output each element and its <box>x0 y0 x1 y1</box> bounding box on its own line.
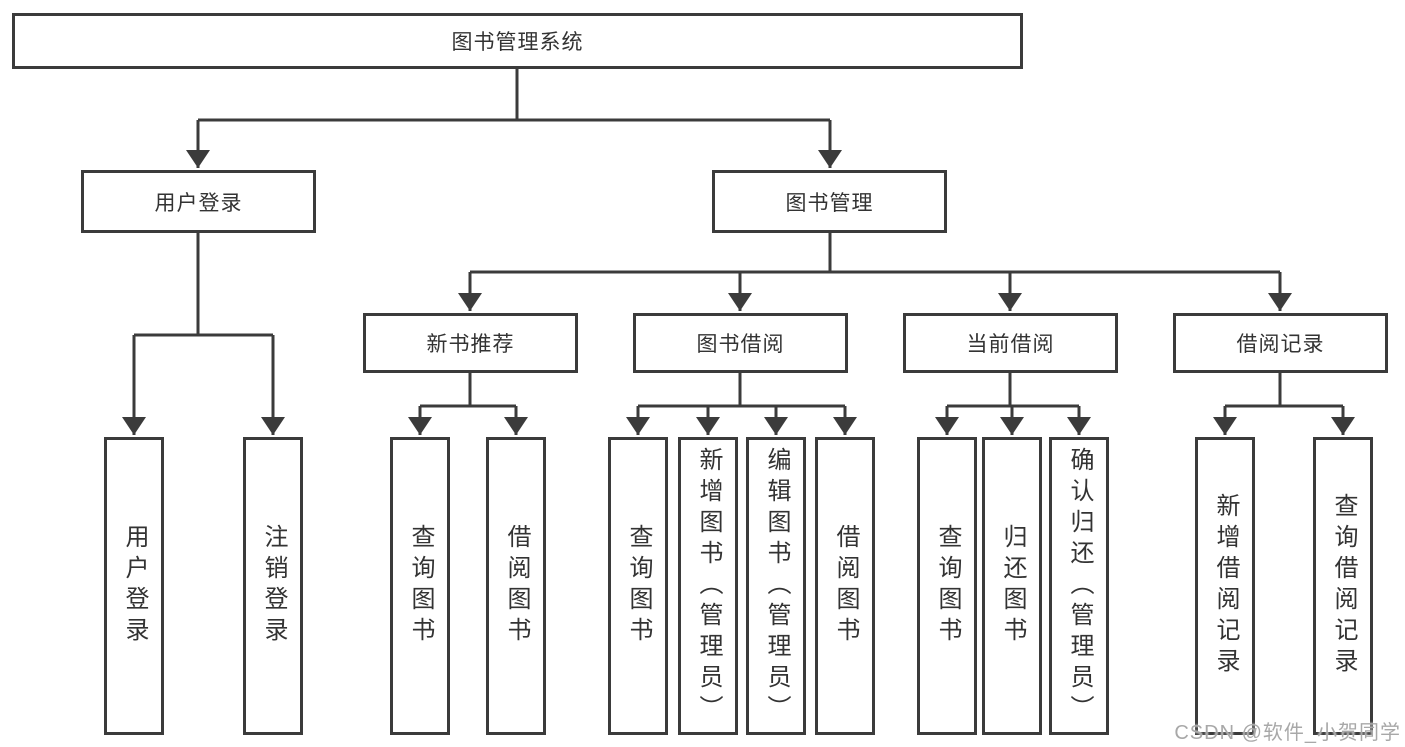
node-label: 图书管理系统 <box>451 31 584 54</box>
leaf-label: 查询借阅记录 <box>1330 493 1357 679</box>
leaf-logout: 注销登录 <box>243 437 303 735</box>
node-borrowing-records: 借阅记录 <box>1173 313 1388 373</box>
node-label: 用户登录 <box>154 191 243 215</box>
leaf-label: 查询图书 <box>407 524 434 648</box>
leaf-user-login: 用户登录 <box>104 437 164 735</box>
leaf-label: 新增借阅记录 <box>1212 493 1239 679</box>
leaf-confirm-return-admin: 确认归还（管理员） <box>1049 437 1109 735</box>
node-label: 借阅记录 <box>1236 333 1325 356</box>
leaf-return-book: 归还图书 <box>982 437 1042 735</box>
leaf-label: 用户登录 <box>121 524 148 648</box>
node-label: 当前借阅 <box>966 333 1055 356</box>
node-label: 图书借阅 <box>696 333 785 356</box>
node-label: 新书推荐 <box>426 333 515 356</box>
leaf-borrow-book: 借阅图书 <box>815 437 875 735</box>
connector-segments <box>122 69 1355 435</box>
leaf-label: 查询图书 <box>625 524 652 648</box>
leaf-label: 注销登录 <box>260 524 287 648</box>
leaf-label: 确认归还（管理员） <box>1066 446 1093 726</box>
node-label: 图书管理 <box>785 191 874 215</box>
leaf-label: 借阅图书 <box>832 524 859 648</box>
leaf-label: 借阅图书 <box>503 524 530 648</box>
node-library-management-system: 图书管理系统 <box>12 13 1023 69</box>
leaf-query-book-current: 查询图书 <box>917 437 977 735</box>
leaf-query-book-recommend: 查询图书 <box>390 437 450 735</box>
leaf-label: 归还图书 <box>999 524 1026 648</box>
leaf-query-borrow-record: 查询借阅记录 <box>1313 437 1373 735</box>
node-current-borrowing: 当前借阅 <box>903 313 1118 373</box>
csdn-watermark: CSDN @软件_小贺同学 <box>1174 722 1401 744</box>
leaf-add-borrow-record: 新增借阅记录 <box>1195 437 1255 735</box>
leaf-borrow-book-recommend: 借阅图书 <box>486 437 546 735</box>
node-book-borrowing: 图书借阅 <box>633 313 848 373</box>
leaf-label: 新增图书（管理员） <box>695 446 722 726</box>
node-new-book-recommend: 新书推荐 <box>363 313 578 373</box>
leaf-label: 查询图书 <box>934 524 961 648</box>
node-book-management: 图书管理 <box>712 170 947 233</box>
leaf-add-book-admin: 新增图书（管理员） <box>678 437 738 735</box>
leaf-query-book-borrow: 查询图书 <box>608 437 668 735</box>
leaf-edit-book-admin: 编辑图书（管理员） <box>746 437 806 735</box>
leaf-label: 编辑图书（管理员） <box>763 446 790 726</box>
node-user-login: 用户登录 <box>81 170 316 233</box>
